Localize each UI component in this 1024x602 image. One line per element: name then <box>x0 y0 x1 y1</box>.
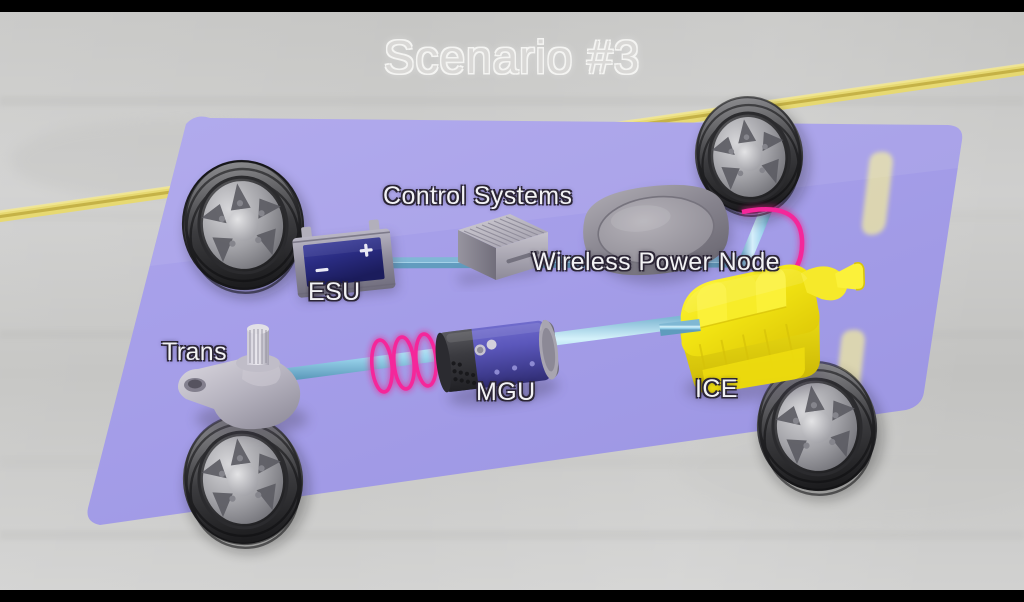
label-control-systems: Control Systems <box>383 182 573 210</box>
wheel-front-left <box>181 159 310 299</box>
transmission <box>178 324 308 435</box>
wheel-rear-left <box>182 414 310 554</box>
page-title: Scenario #3 <box>383 31 641 83</box>
label-wireless-power-node: Wireless Power Node <box>532 248 780 276</box>
energy-storage-unit <box>292 219 398 302</box>
letterbox-bottom <box>0 590 1024 602</box>
internal-combustion-engine <box>679 262 866 402</box>
ice-input-shaft <box>659 319 701 336</box>
battery-terminal-marks <box>315 243 373 273</box>
control-systems-module <box>456 214 548 284</box>
engine-cylinders <box>696 267 787 330</box>
label-trans: Trans <box>162 338 227 366</box>
label-ice: ICE <box>695 375 738 403</box>
wheel-front-right <box>694 95 810 223</box>
motor-generator-unit <box>435 319 559 407</box>
wireless-power-node <box>583 184 733 284</box>
label-mgu: MGU <box>476 378 536 406</box>
letterbox-top <box>0 0 1024 12</box>
label-esu: ESU <box>308 278 361 306</box>
induction-coil <box>368 331 440 395</box>
